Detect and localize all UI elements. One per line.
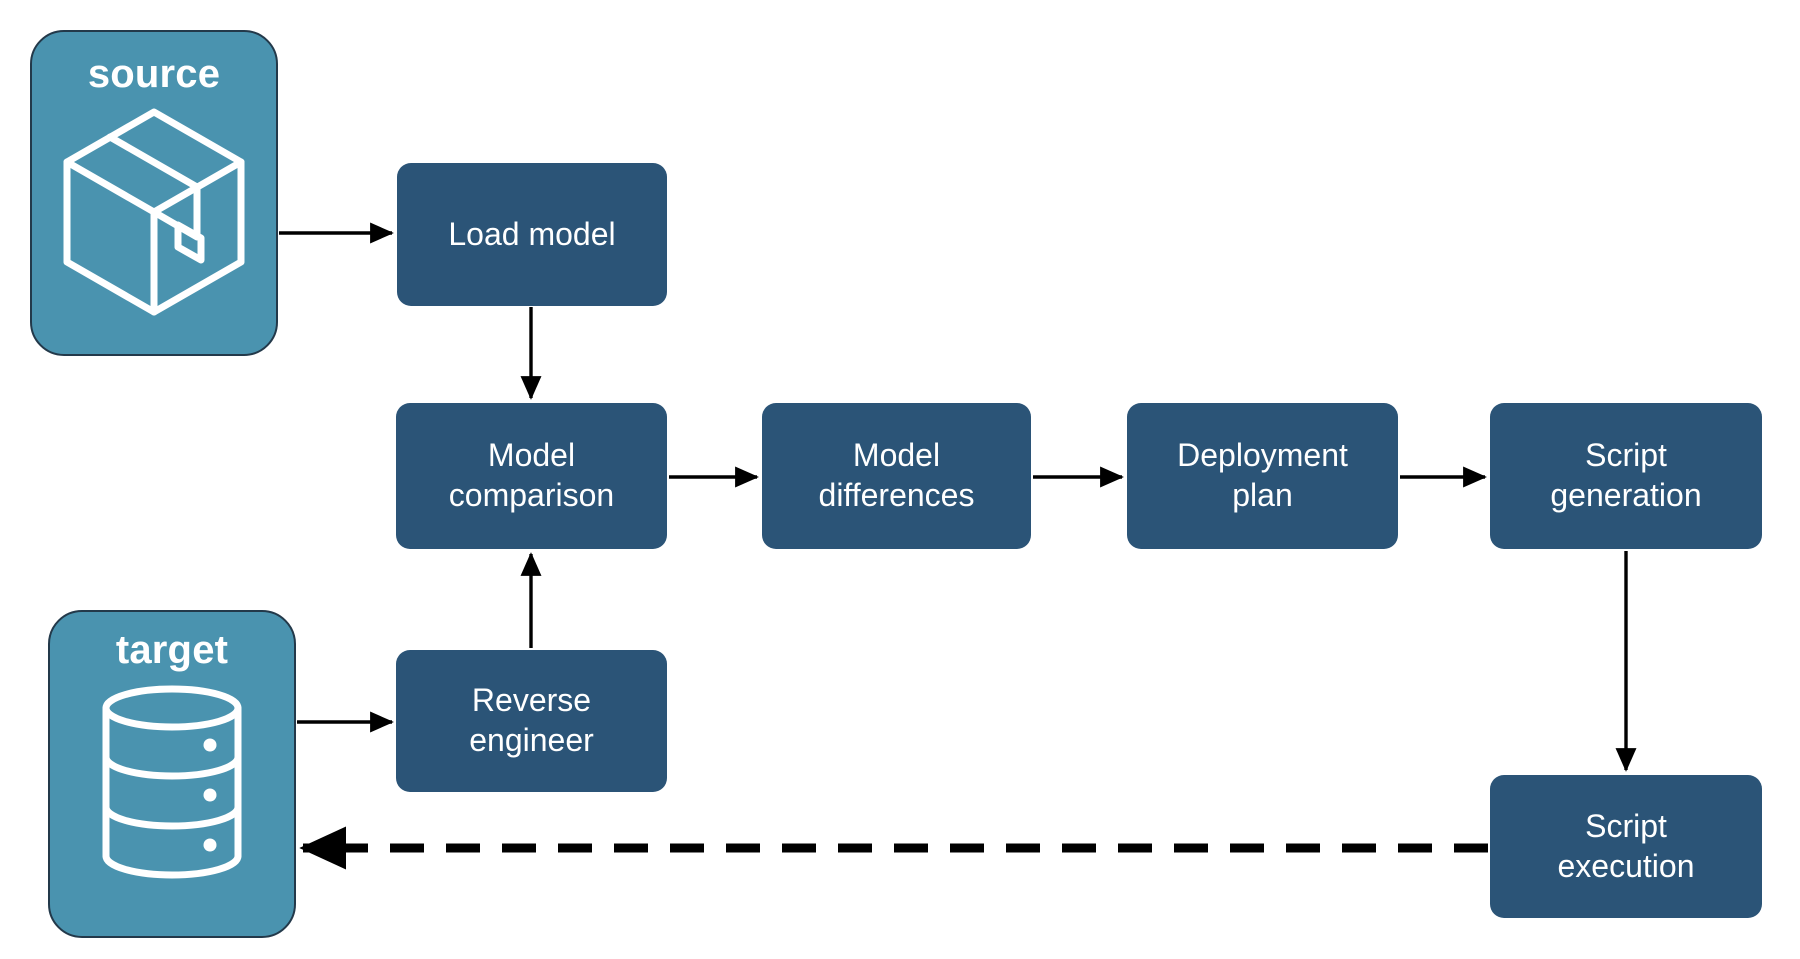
process-node-model-differences[interactable]: Model differences — [762, 403, 1031, 549]
endpoint-card-target[interactable]: target — [48, 610, 296, 938]
process-node-label: Reverse engineer — [469, 682, 594, 758]
process-node-script-generation[interactable]: Script generation — [1490, 403, 1762, 549]
process-node-label: Model comparison — [448, 437, 615, 513]
process-node-script-execution[interactable]: Script execution — [1490, 775, 1762, 918]
process-node-load-model[interactable]: Load model — [397, 163, 667, 306]
database-cylinder-icon — [92, 682, 252, 887]
endpoint-label-source: source — [87, 52, 221, 96]
process-node-deployment-plan[interactable]: Deployment plan — [1127, 403, 1398, 549]
process-node-label: Deployment plan — [1177, 437, 1348, 513]
process-node-reverse-engineer[interactable]: Reverse engineer — [396, 650, 667, 792]
package-box-icon — [59, 104, 249, 324]
process-node-model-comparison[interactable]: Model comparison — [396, 403, 667, 549]
endpoint-card-source[interactable]: source — [30, 30, 278, 356]
endpoint-label-target: target — [115, 628, 229, 672]
process-node-label: Load model — [448, 215, 616, 252]
process-node-label: Model differences — [818, 437, 975, 513]
process-node-label: Script execution — [1557, 807, 1695, 884]
process-node-label: Script generation — [1550, 437, 1702, 513]
